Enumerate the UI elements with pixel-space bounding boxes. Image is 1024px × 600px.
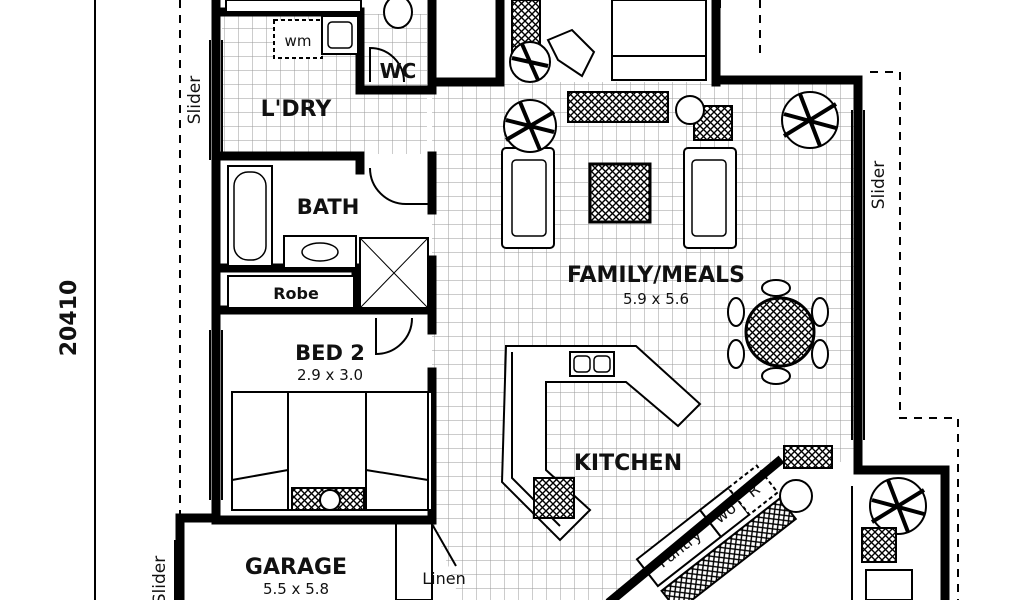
eave-line-right (870, 71, 959, 600)
garage-size: 5.5 x 5.8 (263, 580, 329, 598)
pot-plant-icon (675, 95, 705, 125)
dryer-inner (327, 21, 353, 49)
bed2-size: 2.9 x 3.0 (297, 366, 363, 384)
kitchen-sink (569, 351, 615, 377)
laundry-tub (225, 0, 362, 13)
vanity-basin (283, 235, 357, 269)
outdoor-chair (865, 569, 913, 600)
linen-door (431, 523, 457, 567)
wc-door-swing (369, 46, 405, 83)
svg-text:wm: wm (285, 32, 312, 50)
kitchen-diagonal-wall (605, 455, 785, 600)
plant-icon (781, 91, 839, 149)
svg-text:Slider: Slider (185, 76, 205, 124)
bath-door-swing (369, 167, 432, 205)
svg-text:Slider: Slider (150, 556, 170, 600)
bed2-door-swing (375, 317, 413, 356)
garage-wall-return (395, 519, 433, 600)
tv-unit (567, 91, 669, 123)
outdoor-unit (861, 527, 897, 563)
shower (359, 237, 429, 309)
bed2-label: BED 2 (295, 341, 365, 365)
toilet (383, 0, 413, 29)
linen-label: Linen (422, 569, 465, 588)
garage-label: GARAGE (245, 555, 347, 580)
overall-dimension: 20410 (57, 280, 82, 357)
sofa-right (683, 147, 737, 249)
coffee-table (588, 162, 652, 224)
plant-icon (503, 99, 557, 153)
bathtub (227, 165, 273, 267)
slider-right: Slider (851, 110, 889, 440)
pot-plant-icon (779, 479, 813, 513)
bed2-bed (231, 391, 433, 511)
kitchen-label: KITCHEN (574, 451, 682, 476)
family-label: FAMILY/MEALS (567, 263, 745, 288)
family-size: 5.9 x 5.6 (623, 290, 689, 308)
bath-label: BATH (297, 195, 360, 219)
svg-text:Slider: Slider (869, 161, 889, 209)
external-walls (175, 0, 950, 600)
robe (227, 275, 355, 309)
wc-label: WC (380, 59, 417, 83)
dining-table (727, 279, 829, 385)
robe-label: Robe (273, 284, 319, 303)
sofa-left (501, 147, 555, 249)
bedroom-window (209, 330, 223, 500)
slider-left: Slider (185, 40, 223, 160)
cooktop (533, 477, 575, 519)
slider-garage: Slider (150, 540, 176, 600)
top-walls (495, 0, 863, 87)
plant-icon (509, 41, 551, 83)
ldry-label: L'DRY (261, 97, 333, 122)
meals-side-unit (783, 445, 833, 469)
plant-icon (869, 477, 927, 535)
washing-machine: wm (273, 19, 323, 59)
